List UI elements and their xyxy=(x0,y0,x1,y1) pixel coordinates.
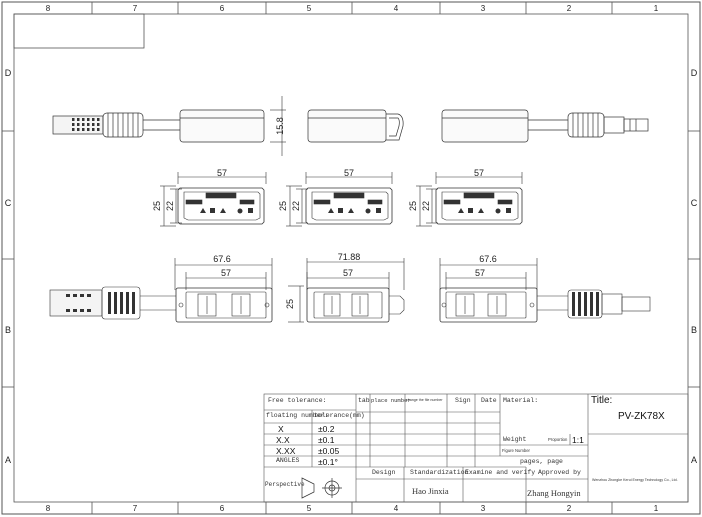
pages-text: pages, page xyxy=(520,458,563,465)
standardization-label: Standardization xyxy=(410,469,469,476)
row-label-right: C xyxy=(691,198,698,208)
col-label-bottom: 3 xyxy=(481,504,486,513)
row-label-left: B xyxy=(5,325,11,335)
tolerance-format-x: X xyxy=(278,424,284,434)
body-dim-label: 57 xyxy=(221,268,231,278)
rev-header-date: Date xyxy=(481,397,497,404)
col-label-top: 3 xyxy=(481,4,486,13)
width-dim-label: 57 xyxy=(344,168,354,178)
col-label-bottom: 5 xyxy=(307,504,312,513)
rev-header-change-file: change the file number xyxy=(406,398,443,402)
approved-label: Approved by xyxy=(538,469,581,476)
tolerance-format-xxx: X.XX xyxy=(276,446,296,456)
company-name: Wenzhou Zhongke Kerui Energy Technology … xyxy=(592,478,678,482)
title-block-grid xyxy=(263,393,689,503)
side-view-right xyxy=(441,109,649,143)
body-dim-label: 57 xyxy=(343,268,353,278)
height-dim-inner-label: 22 xyxy=(421,201,431,211)
top-view-3: 67.6 57 xyxy=(439,254,651,323)
height-dim-outer-label: 25 xyxy=(408,201,418,211)
tolerance-value-x: ±0.2 xyxy=(318,424,335,434)
height-dim-outer-label: 25 xyxy=(278,201,288,211)
row-label-left: A xyxy=(5,455,11,465)
col-label-bottom: 4 xyxy=(394,504,399,513)
col-label-bottom: 6 xyxy=(220,504,225,513)
corner-box xyxy=(13,13,145,49)
rev-header-sign: Sign xyxy=(455,397,471,404)
top-view-1: 67.6 57 xyxy=(49,254,273,323)
width-dim-label: 57 xyxy=(474,168,484,178)
weight-label: Weight xyxy=(503,436,527,443)
front-view-3: 57 25 22 xyxy=(408,168,523,227)
tolerance-value-angles: ±0.1° xyxy=(318,457,338,467)
approved-name: Zhang Hongyin xyxy=(527,488,581,498)
col-label-bottom: 8 xyxy=(46,504,51,513)
row-label-right: A xyxy=(691,455,697,465)
standardization-name: Hao Jinxia xyxy=(412,486,449,496)
material-label: Material: xyxy=(503,397,539,404)
title-label: Title: xyxy=(591,395,613,406)
col-label-top: 6 xyxy=(220,4,225,13)
rev-header-place-number: place number xyxy=(371,397,411,404)
height-dim-inner-label: 22 xyxy=(291,201,301,211)
tolerance-mm-label: tolerance(mm) xyxy=(314,412,365,419)
free-tolerance-label: Free tolerance: xyxy=(268,397,327,404)
row-label-right: D xyxy=(691,68,698,78)
tolerance-value-xxx: ±0.05 xyxy=(318,446,340,456)
examine-label: Examine and verify xyxy=(465,469,536,476)
tolerance-format-xx: X.X xyxy=(276,435,290,445)
col-label-top: 8 xyxy=(46,4,51,13)
height-dim-label: 25 xyxy=(285,299,295,309)
col-label-bottom: 7 xyxy=(133,504,138,513)
side-view-middle xyxy=(307,109,404,143)
row-label-left: D xyxy=(5,68,12,78)
design-label: Design xyxy=(372,469,396,476)
col-label-top: 7 xyxy=(133,4,138,13)
side-view-left xyxy=(52,109,265,143)
projection-symbol xyxy=(301,477,342,499)
tolerance-value-xx: ±0.1 xyxy=(318,435,335,445)
front-view-1: 57 25 22 xyxy=(152,168,267,227)
top-view-2: 71.88 57 25 xyxy=(285,252,405,323)
overall-dim-label: 71.88 xyxy=(338,252,361,262)
col-label-top: 2 xyxy=(567,4,572,13)
body-dim-label: 57 xyxy=(475,268,485,278)
height-dim-outer-label: 25 xyxy=(152,201,162,211)
height-dimension xyxy=(270,96,286,156)
proportion-label: Proportion xyxy=(548,437,568,442)
row-label-right: B xyxy=(691,325,697,335)
figure-number-label: Figure Number xyxy=(502,448,530,453)
rev-header-tab: tab xyxy=(358,397,370,404)
col-label-top: 5 xyxy=(307,4,312,13)
col-label-bottom: 1 xyxy=(654,504,659,513)
overall-dim-label: 67.6 xyxy=(479,254,497,264)
drawing-title: PV-ZK78X xyxy=(618,411,665,422)
col-label-top: 4 xyxy=(394,4,399,13)
tolerance-format-angles: ANGLES xyxy=(276,457,300,464)
proportion-value: 1:1 xyxy=(572,435,584,445)
height-dim-inner-label: 22 xyxy=(165,201,175,211)
overall-dim-label: 67.6 xyxy=(213,254,231,264)
perspective-label: Perspective xyxy=(265,481,305,488)
width-dim-label: 57 xyxy=(217,168,227,178)
height-dim-label: 15.8 xyxy=(275,117,285,135)
row-label-left: C xyxy=(5,198,12,208)
col-label-bottom: 2 xyxy=(567,504,572,513)
front-view-2: 57 25 22 xyxy=(278,168,393,227)
col-label-top: 1 xyxy=(654,4,659,13)
floating-number-label: floating number: xyxy=(266,412,329,419)
